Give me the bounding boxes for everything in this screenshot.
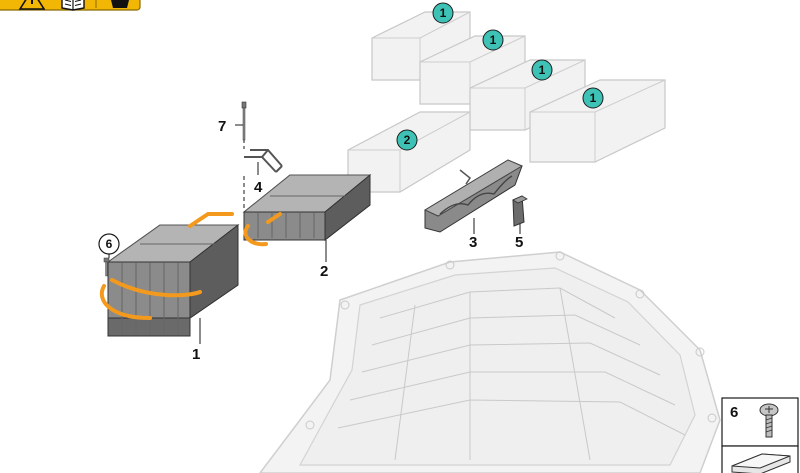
- part-6-screw: [103, 257, 110, 277]
- module-badge-c: 1: [531, 59, 553, 81]
- module-badge-e: 2: [396, 129, 418, 151]
- part-3-bracket: [423, 159, 524, 233]
- battery-disposal-icon: [111, 0, 129, 8]
- part-4-bracket: [244, 149, 283, 173]
- ghost-module-d: [529, 79, 666, 163]
- part-5-clip: [512, 195, 528, 227]
- part-2-orange-cable: [243, 212, 282, 247]
- legend-screw-number: 6: [730, 404, 738, 421]
- callout-6: 6: [106, 237, 113, 251]
- washer-plate-icon: [731, 453, 791, 473]
- part-2-module: [242, 173, 372, 247]
- callout-4: 4: [254, 179, 263, 196]
- module-badge-d: 1: [582, 87, 604, 109]
- battery-housing-ghost: [259, 251, 721, 473]
- legend-box: 6: [721, 397, 799, 473]
- svg-text:1: 1: [440, 6, 447, 20]
- screw-icon: [759, 403, 779, 438]
- callout-5: 5: [515, 234, 523, 251]
- leader-lines: [108, 124, 521, 344]
- manual-book-icon: [61, 0, 85, 11]
- callout-6-circle: 6: [98, 233, 120, 255]
- svg-text:1: 1: [539, 63, 546, 77]
- part-1-orange-cable: [99, 212, 234, 320]
- warning-triangle-icon: [18, 0, 46, 10]
- callout-2: 2: [320, 263, 328, 280]
- callout-3: 3: [469, 234, 477, 251]
- part-1-module: [99, 212, 240, 337]
- svg-text:1: 1: [590, 91, 597, 105]
- callout-7: 7: [218, 118, 226, 135]
- ghost-module-group: [347, 11, 666, 193]
- warning-icon-strip: [0, 0, 141, 11]
- part-7-bolt: [241, 101, 247, 141]
- svg-text:2: 2: [404, 133, 411, 147]
- callout-1: 1: [192, 346, 200, 363]
- module-badge-b: 1: [482, 29, 504, 51]
- module-badge-a: 1: [432, 2, 454, 24]
- svg-text:1: 1: [490, 33, 497, 47]
